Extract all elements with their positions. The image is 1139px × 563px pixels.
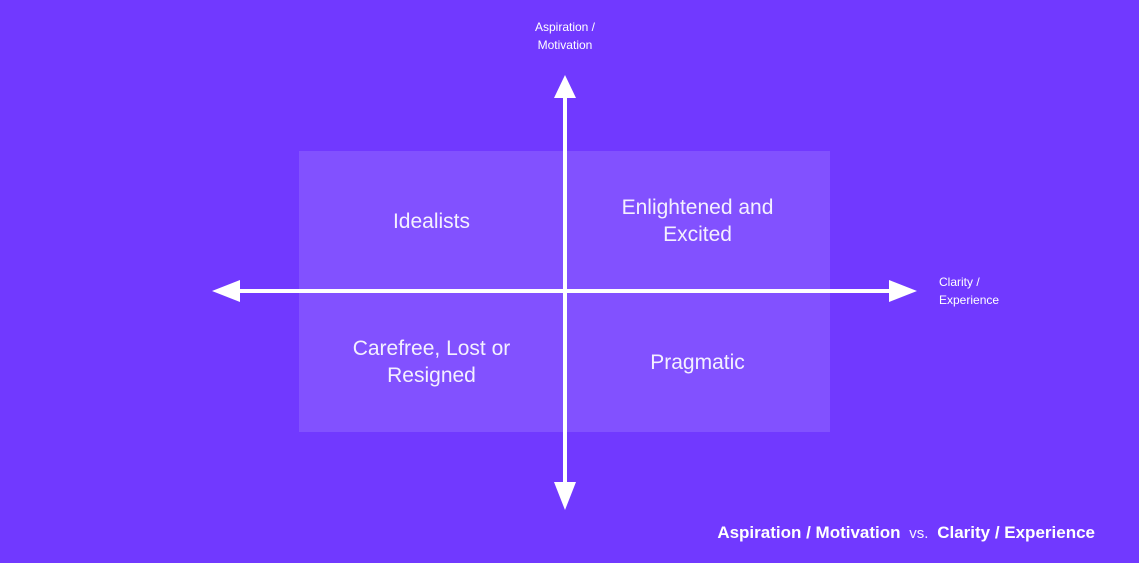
quadrant-bottom-right: Pragmatic — [565, 292, 830, 432]
horizontal-axis-label-line1: Clarity / — [939, 275, 980, 289]
horizontal-axis-label: Clarity / Experience — [939, 273, 1039, 309]
quadrant-top-right: Enlightened and Excited — [565, 151, 830, 291]
vertical-axis-label-line2: Motivation — [537, 38, 593, 52]
vertical-axis-top-arrow-icon — [554, 75, 576, 98]
horizontal-axis-right-arrow-icon — [889, 280, 917, 302]
horizontal-axis-left-arrow-icon — [212, 280, 240, 302]
quadrant-bottom-left-label: Carefree, Lost or Resigned — [352, 337, 511, 387]
quadrant-bottom-right-label: Pragmatic — [650, 350, 745, 374]
quadrant-top-right-label: Enlightened and Excited — [621, 196, 774, 246]
vertical-axis-label: Aspiration / Motivation — [505, 18, 625, 54]
quadrant-bottom-left: Carefree, Lost or Resigned — [299, 292, 564, 432]
horizontal-axis-label-line2: Experience — [939, 293, 1000, 307]
vertical-axis-bottom-arrow-icon — [554, 482, 576, 510]
quadrant-top-left-label: Idealists — [392, 209, 471, 233]
caption-middle: vs. — [909, 525, 929, 542]
diagram-caption: Aspiration / Motivation vs. Clarity / Ex… — [717, 522, 1095, 545]
caption-left: Aspiration / Motivation — [717, 523, 901, 542]
quadrant-top-left: Idealists — [299, 151, 564, 291]
caption-right: Clarity / Experience — [937, 523, 1095, 542]
vertical-axis-label-line1: Aspiration / — [534, 20, 596, 34]
